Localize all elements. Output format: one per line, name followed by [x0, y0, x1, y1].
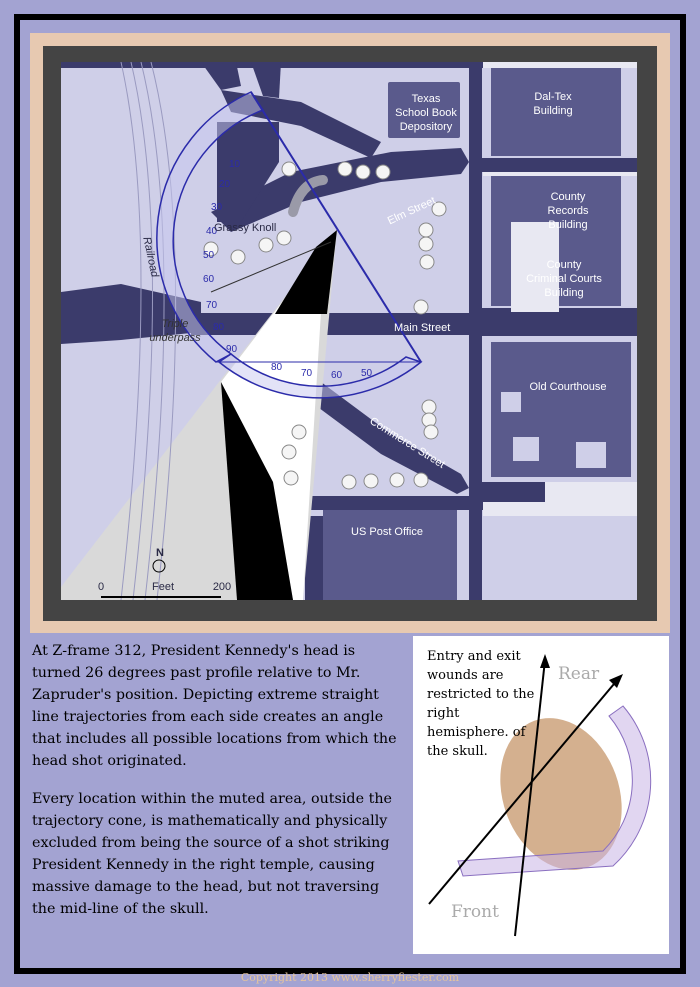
grassy-knoll-label: Grassy Knoll	[214, 222, 277, 234]
svg-text:70: 70	[206, 300, 218, 311]
scale-end-label: 200	[212, 581, 232, 593]
svg-text:50: 50	[361, 368, 373, 379]
skull-diagram	[428, 654, 652, 937]
svg-text:10: 10	[229, 159, 241, 170]
wound-note: Entry and exit wounds are restricted to …	[427, 649, 535, 759]
front-label: Front	[451, 902, 499, 922]
caption-paragraph-2: Every location within the muted area, ou…	[32, 791, 393, 917]
svg-text:80: 80	[271, 362, 283, 373]
scale-unit-label: Feet	[151, 581, 174, 593]
scale-start-label: 0	[97, 581, 105, 593]
svg-text:50: 50	[203, 250, 215, 261]
svg-text:80: 80	[213, 322, 225, 333]
north-label: N	[156, 547, 164, 559]
copyright: Copyright 2013 www.sherryfiester.com	[240, 971, 460, 984]
caption-paragraph-1: At Z-frame 312, President Kennedy's head…	[32, 643, 397, 769]
rear-label: Rear	[558, 664, 600, 684]
svg-text:20: 20	[219, 179, 231, 190]
old-courthouse-label: Old Courthouse	[529, 381, 607, 393]
caption: At Z-frame 312, President Kennedy's head…	[32, 640, 404, 936]
svg-text:60: 60	[331, 370, 343, 381]
svg-text:40: 40	[206, 226, 218, 237]
dealey-plaza-map: 10 20 30 40 50 60 70 80 90 80 70 60 50	[61, 62, 637, 600]
svg-text:30: 30	[211, 202, 223, 213]
post-office-label: US Post Office	[351, 526, 423, 538]
main-street-label: Main Street	[394, 322, 451, 334]
svg-text:60: 60	[203, 274, 215, 285]
skull-panel: Entry and exit wounds are restricted to …	[413, 636, 669, 954]
svg-text:70: 70	[301, 368, 313, 379]
svg-text:90: 90	[226, 344, 238, 355]
